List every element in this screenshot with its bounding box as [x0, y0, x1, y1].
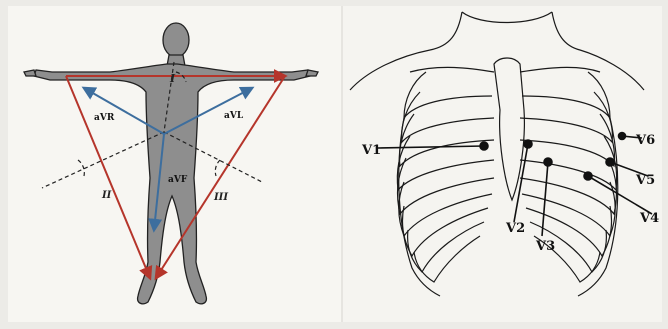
V2-electrode: [524, 140, 532, 148]
V3-label: V3: [535, 239, 555, 254]
V5-label: V5: [635, 173, 655, 188]
aVL-label: aVL: [224, 111, 244, 121]
V6-electrode: [619, 133, 626, 140]
V4-electrode: [584, 172, 592, 180]
aVF-label: aVF: [168, 175, 188, 185]
lead-I-label: I: [169, 72, 176, 85]
aVR-label: aVR: [94, 113, 115, 123]
V1-label: V1: [361, 143, 381, 158]
V1-electrode: [480, 142, 488, 150]
lead-III-label: III: [213, 192, 228, 203]
V6-label: V6: [635, 133, 655, 148]
V5-electrode: [606, 158, 614, 166]
V4-label: V4: [639, 211, 659, 226]
V3-electrode: [544, 158, 552, 166]
V2-label: V2: [505, 221, 525, 236]
lead-II-label: II: [101, 190, 112, 201]
